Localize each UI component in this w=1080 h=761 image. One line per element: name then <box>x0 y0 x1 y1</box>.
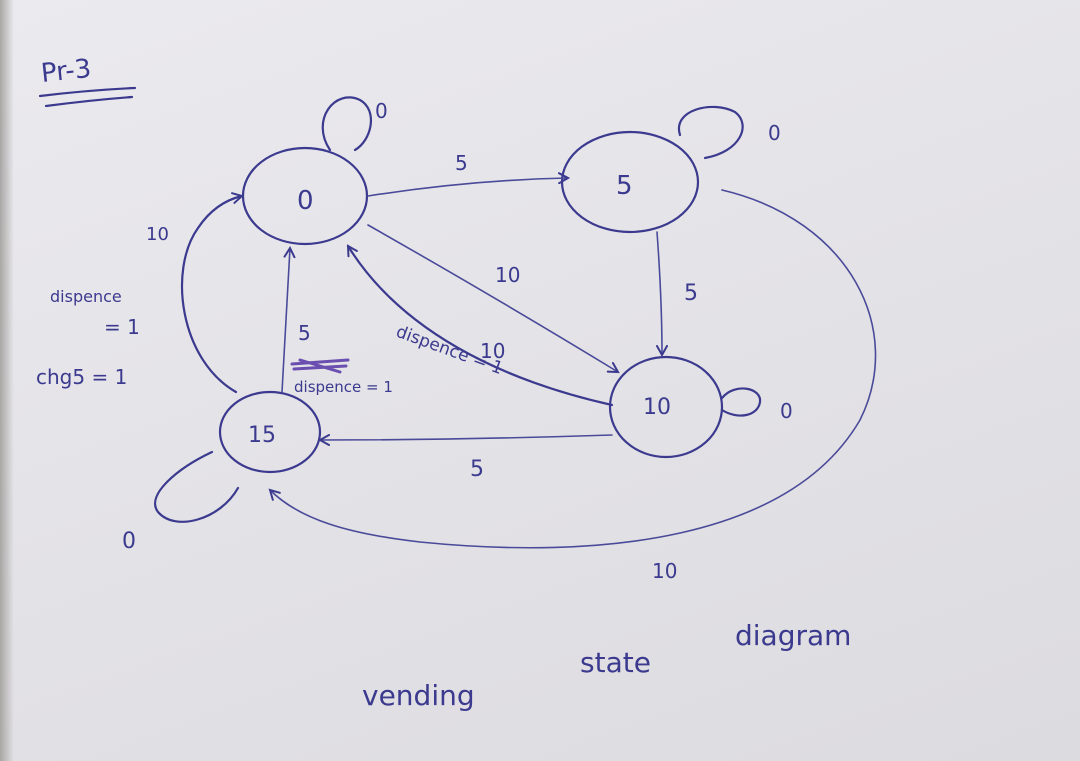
self-loop-0-label: 0 <box>375 99 388 123</box>
edge-5-to-15 <box>270 189 877 549</box>
edge-15-to-0-left <box>180 196 242 394</box>
self-loop-5 <box>677 105 744 160</box>
self-loop-10-label: 0 <box>780 399 793 423</box>
edge-15-to-0-left-output-3: chg5 = 1 <box>36 365 127 389</box>
state-10-label: 10 <box>643 395 671 420</box>
edge-15-to-0-left-label: 10 <box>146 224 169 245</box>
state-5-label: 5 <box>616 171 633 201</box>
self-loop-15-label: 0 <box>122 529 136 554</box>
self-loop-15 <box>154 450 240 523</box>
edge-10-to-0 <box>346 246 614 407</box>
edge-10-to-0-label: 10 <box>480 339 505 363</box>
edge-0-to-5-label: 5 <box>455 151 468 175</box>
edge-15-to-0-left-output-1: dispence <box>50 287 122 306</box>
caption-word-2: state <box>580 646 651 679</box>
edge-10-to-15-label: 5 <box>470 457 484 482</box>
edge-5-to-15-label: 10 <box>652 559 677 583</box>
caption-word-1: vending <box>362 679 475 712</box>
edge-0-to-10-label: 10 <box>495 263 520 287</box>
edge-0-to-5 <box>367 178 568 197</box>
self-loop-0 <box>321 96 373 152</box>
edge-15-to-0-label: 5 <box>298 321 311 345</box>
edge-15-to-0 <box>281 248 290 393</box>
edge-5-to-10 <box>657 231 662 355</box>
state-0-label: 0 <box>297 186 314 216</box>
state-15: 15 <box>218 390 322 474</box>
self-loop-5-label: 0 <box>768 121 781 145</box>
crossed-out-word <box>290 358 350 374</box>
page-label-underline <box>38 86 137 98</box>
state-5: 5 <box>560 130 700 234</box>
edge-15-to-0-output: dispence = 1 <box>294 378 393 396</box>
edge-15-to-0-left-output-2: = 1 <box>104 315 140 339</box>
state-15-label: 15 <box>248 423 276 448</box>
state-10: 10 <box>608 355 724 459</box>
page-label-underline-2 <box>44 95 134 108</box>
state-15-circle <box>218 390 322 474</box>
page-edge-shadow <box>0 0 14 761</box>
edge-5-to-10-label: 5 <box>684 281 698 306</box>
edge-10-to-15 <box>320 435 613 440</box>
self-loop-10 <box>720 387 762 417</box>
edge-0-to-10 <box>367 224 618 372</box>
page-label: Pr-3 <box>40 54 93 89</box>
state-0: 0 <box>241 146 369 246</box>
caption-word-3: diagram <box>735 619 851 652</box>
